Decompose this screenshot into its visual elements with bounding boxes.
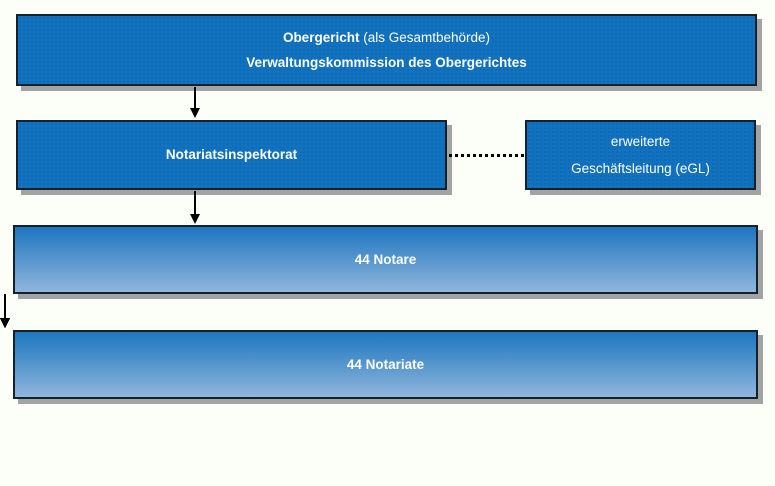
down-arrow-icon [190, 191, 200, 224]
arrow-head [190, 214, 200, 224]
notare-label: 44 Notare [354, 251, 417, 267]
obergericht-qualifier: (als Gesamtbehörde) [363, 29, 491, 45]
down-arrow-icon [0, 294, 10, 328]
arrow-stem [194, 87, 196, 108]
obergericht-title-line: Obergericht (als Gesamtbehörde) [282, 29, 491, 45]
arrow-head [0, 318, 10, 328]
notariate-label: 44 Notariate [346, 356, 425, 372]
dotted-connector-line [449, 154, 525, 157]
notariatsinspektorat-label: Notariatsinspektorat [165, 147, 298, 163]
egl-line2: Geschäftsleitung (eGL) [571, 161, 710, 176]
verwaltungskommission-label: Verwaltungskommission des Obergerichtes [246, 55, 527, 70]
box-44-notariate: 44 Notariate [13, 330, 758, 399]
box-44-notare: 44 Notare [13, 225, 758, 294]
down-arrow-icon [190, 87, 200, 118]
box-erweiterte-geschaeftsleitung: erweiterte Geschäftsleitung (eGL) [525, 120, 756, 190]
egl-line1: erweiterte [610, 133, 671, 149]
arrow-stem [4, 294, 6, 318]
box-notariatsinspektorat: Notariatsinspektorat [16, 120, 447, 190]
arrow-stem [194, 191, 196, 214]
arrow-head [190, 108, 200, 118]
obergericht-name: Obergericht [282, 29, 360, 45]
box-obergericht: Obergericht (als Gesamtbehörde) Verwaltu… [16, 14, 757, 86]
